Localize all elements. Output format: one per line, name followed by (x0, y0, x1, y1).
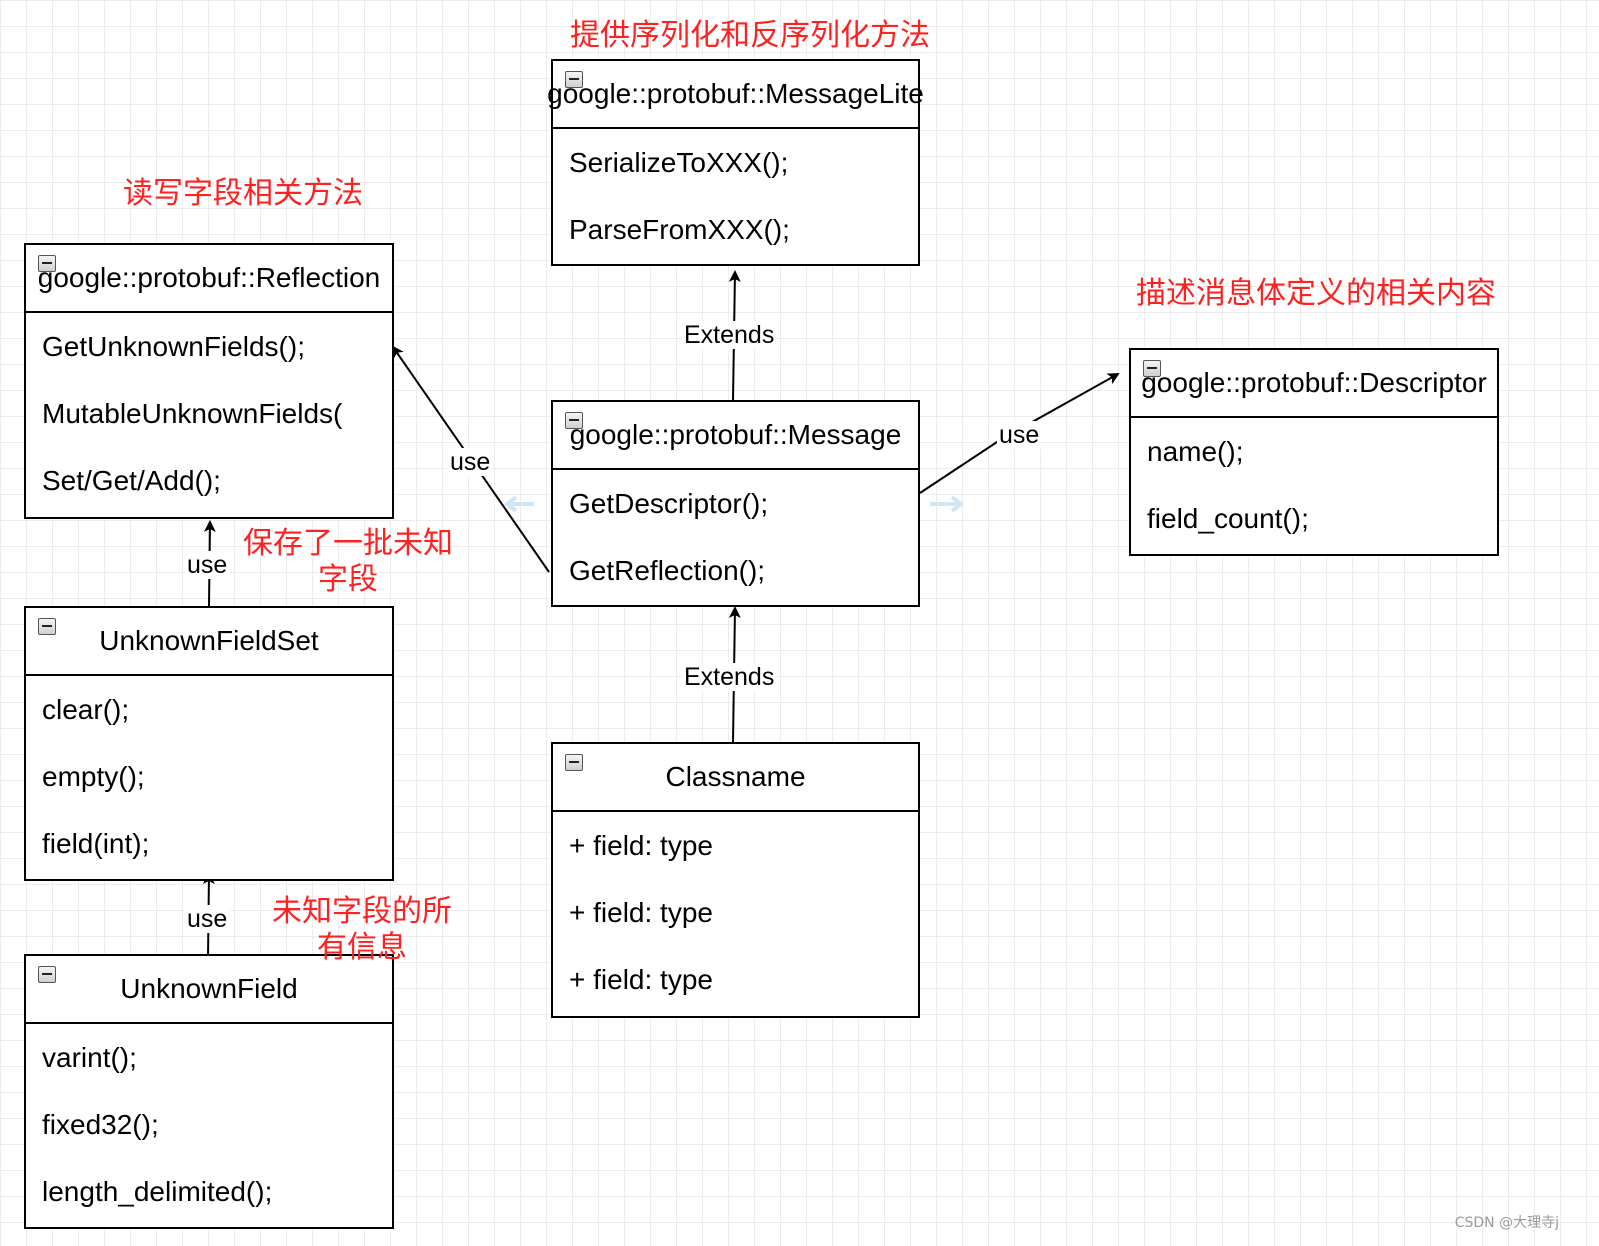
edge-label-use-unknownfield: use (185, 905, 230, 933)
note-unknownfieldset-line1: 保存了一批未知 (243, 527, 453, 560)
class-member[interactable]: GetReflection(); (569, 554, 766, 586)
class-member[interactable]: + field: type (569, 896, 713, 928)
class-member[interactable]: Set/Get/Add(); (42, 464, 221, 496)
collapse-icon[interactable] (38, 255, 56, 272)
class-message-header[interactable]: google::protobuf::Message (553, 402, 918, 470)
class-messagelite[interactable]: google::protobuf::MessageLite SerializeT… (547, 59, 924, 266)
class-descriptor[interactable]: google::protobuf::Descriptor name(); fie… (1129, 348, 1499, 556)
class-unknownfieldset-title: UnknownFieldSet (99, 625, 319, 656)
collapse-icon[interactable] (565, 754, 583, 771)
note-unknownfield-line1: 未知字段的所 (272, 895, 452, 928)
class-member[interactable]: ParseFromXXX(); (569, 213, 790, 245)
class-member[interactable]: clear(); (42, 693, 130, 725)
class-member[interactable]: field(int); (42, 827, 150, 859)
collapse-icon[interactable] (38, 966, 56, 983)
class-messagelite-header[interactable]: google::protobuf::MessageLite (547, 61, 924, 129)
class-message[interactable]: google::protobuf::Message GetDescriptor(… (551, 400, 920, 607)
class-unknownfield[interactable]: UnknownField varint(); fixed32(); length… (24, 954, 394, 1229)
class-message-title: google::protobuf::Message (569, 419, 902, 450)
class-unknownfield-title: UnknownField (120, 973, 298, 1004)
class-reflection-title: google::protobuf::Reflection (37, 262, 381, 293)
class-member[interactable]: + field: type (569, 829, 713, 861)
class-descriptor-title: google::protobuf::Descriptor (1141, 367, 1487, 398)
class-member[interactable]: + field: type (569, 963, 713, 995)
class-classname-title: Classname (665, 761, 806, 792)
class-member[interactable]: fixed32(); (42, 1108, 159, 1140)
class-unknownfieldset[interactable]: UnknownFieldSet clear(); empty(); field(… (24, 606, 394, 881)
collapse-icon[interactable] (565, 71, 583, 88)
edge-label-extends-messagelite: Extends (682, 321, 777, 349)
note-unknownfield: 未知字段的所 有信息 (272, 894, 452, 966)
note-reflection: 读写字段相关方法 (123, 177, 363, 210)
hover-hint-left-arrow (503, 495, 534, 513)
class-classname-header[interactable]: Classname (553, 744, 918, 812)
collapse-icon[interactable] (565, 412, 583, 429)
class-member[interactable]: MutableUnknownFields( (42, 397, 343, 429)
class-member[interactable]: field_count(); (1147, 502, 1309, 534)
watermark: CSDN @大理寺j (1454, 1215, 1559, 1231)
collapse-icon[interactable] (1143, 360, 1161, 377)
class-member[interactable]: empty(); (42, 760, 145, 792)
class-unknownfield-header[interactable]: UnknownField (26, 956, 392, 1024)
edge-label-use-descriptor: use (997, 421, 1042, 449)
class-member[interactable]: SerializeToXXX(); (569, 146, 789, 178)
class-member[interactable]: length_delimited(); (42, 1175, 273, 1207)
note-unknownfield-line2: 有信息 (317, 931, 407, 964)
class-member[interactable]: GetUnknownFields(); (42, 330, 305, 362)
edge-label-use-reflection: use (448, 448, 493, 476)
class-classname[interactable]: Classname + field: type + field: type + … (551, 742, 920, 1018)
note-messagelite: 提供序列化和反序列化方法 (570, 19, 930, 52)
note-unknownfieldset-line2: 字段 (318, 563, 378, 596)
edge-label-extends-message: Extends (682, 663, 777, 691)
note-unknownfieldset: 保存了一批未知 字段 (243, 526, 453, 598)
class-messagelite-title: google::protobuf::MessageLite (547, 78, 924, 109)
collapse-icon[interactable] (38, 618, 56, 635)
class-member[interactable]: varint(); (42, 1041, 137, 1073)
class-reflection[interactable]: google::protobuf::Reflection GetUnknownF… (24, 243, 394, 519)
hover-hint-right-arrow (930, 495, 965, 513)
class-member[interactable]: GetDescriptor(); (569, 487, 769, 519)
class-reflection-header[interactable]: google::protobuf::Reflection (26, 245, 392, 313)
class-member[interactable]: name(); (1147, 435, 1244, 467)
note-descriptor: 描述消息体定义的相关内容 (1136, 277, 1496, 310)
class-unknownfieldset-header[interactable]: UnknownFieldSet (26, 608, 392, 676)
edge-label-use-unknownfieldset: use (185, 551, 230, 579)
class-descriptor-header[interactable]: google::protobuf::Descriptor (1131, 350, 1497, 418)
